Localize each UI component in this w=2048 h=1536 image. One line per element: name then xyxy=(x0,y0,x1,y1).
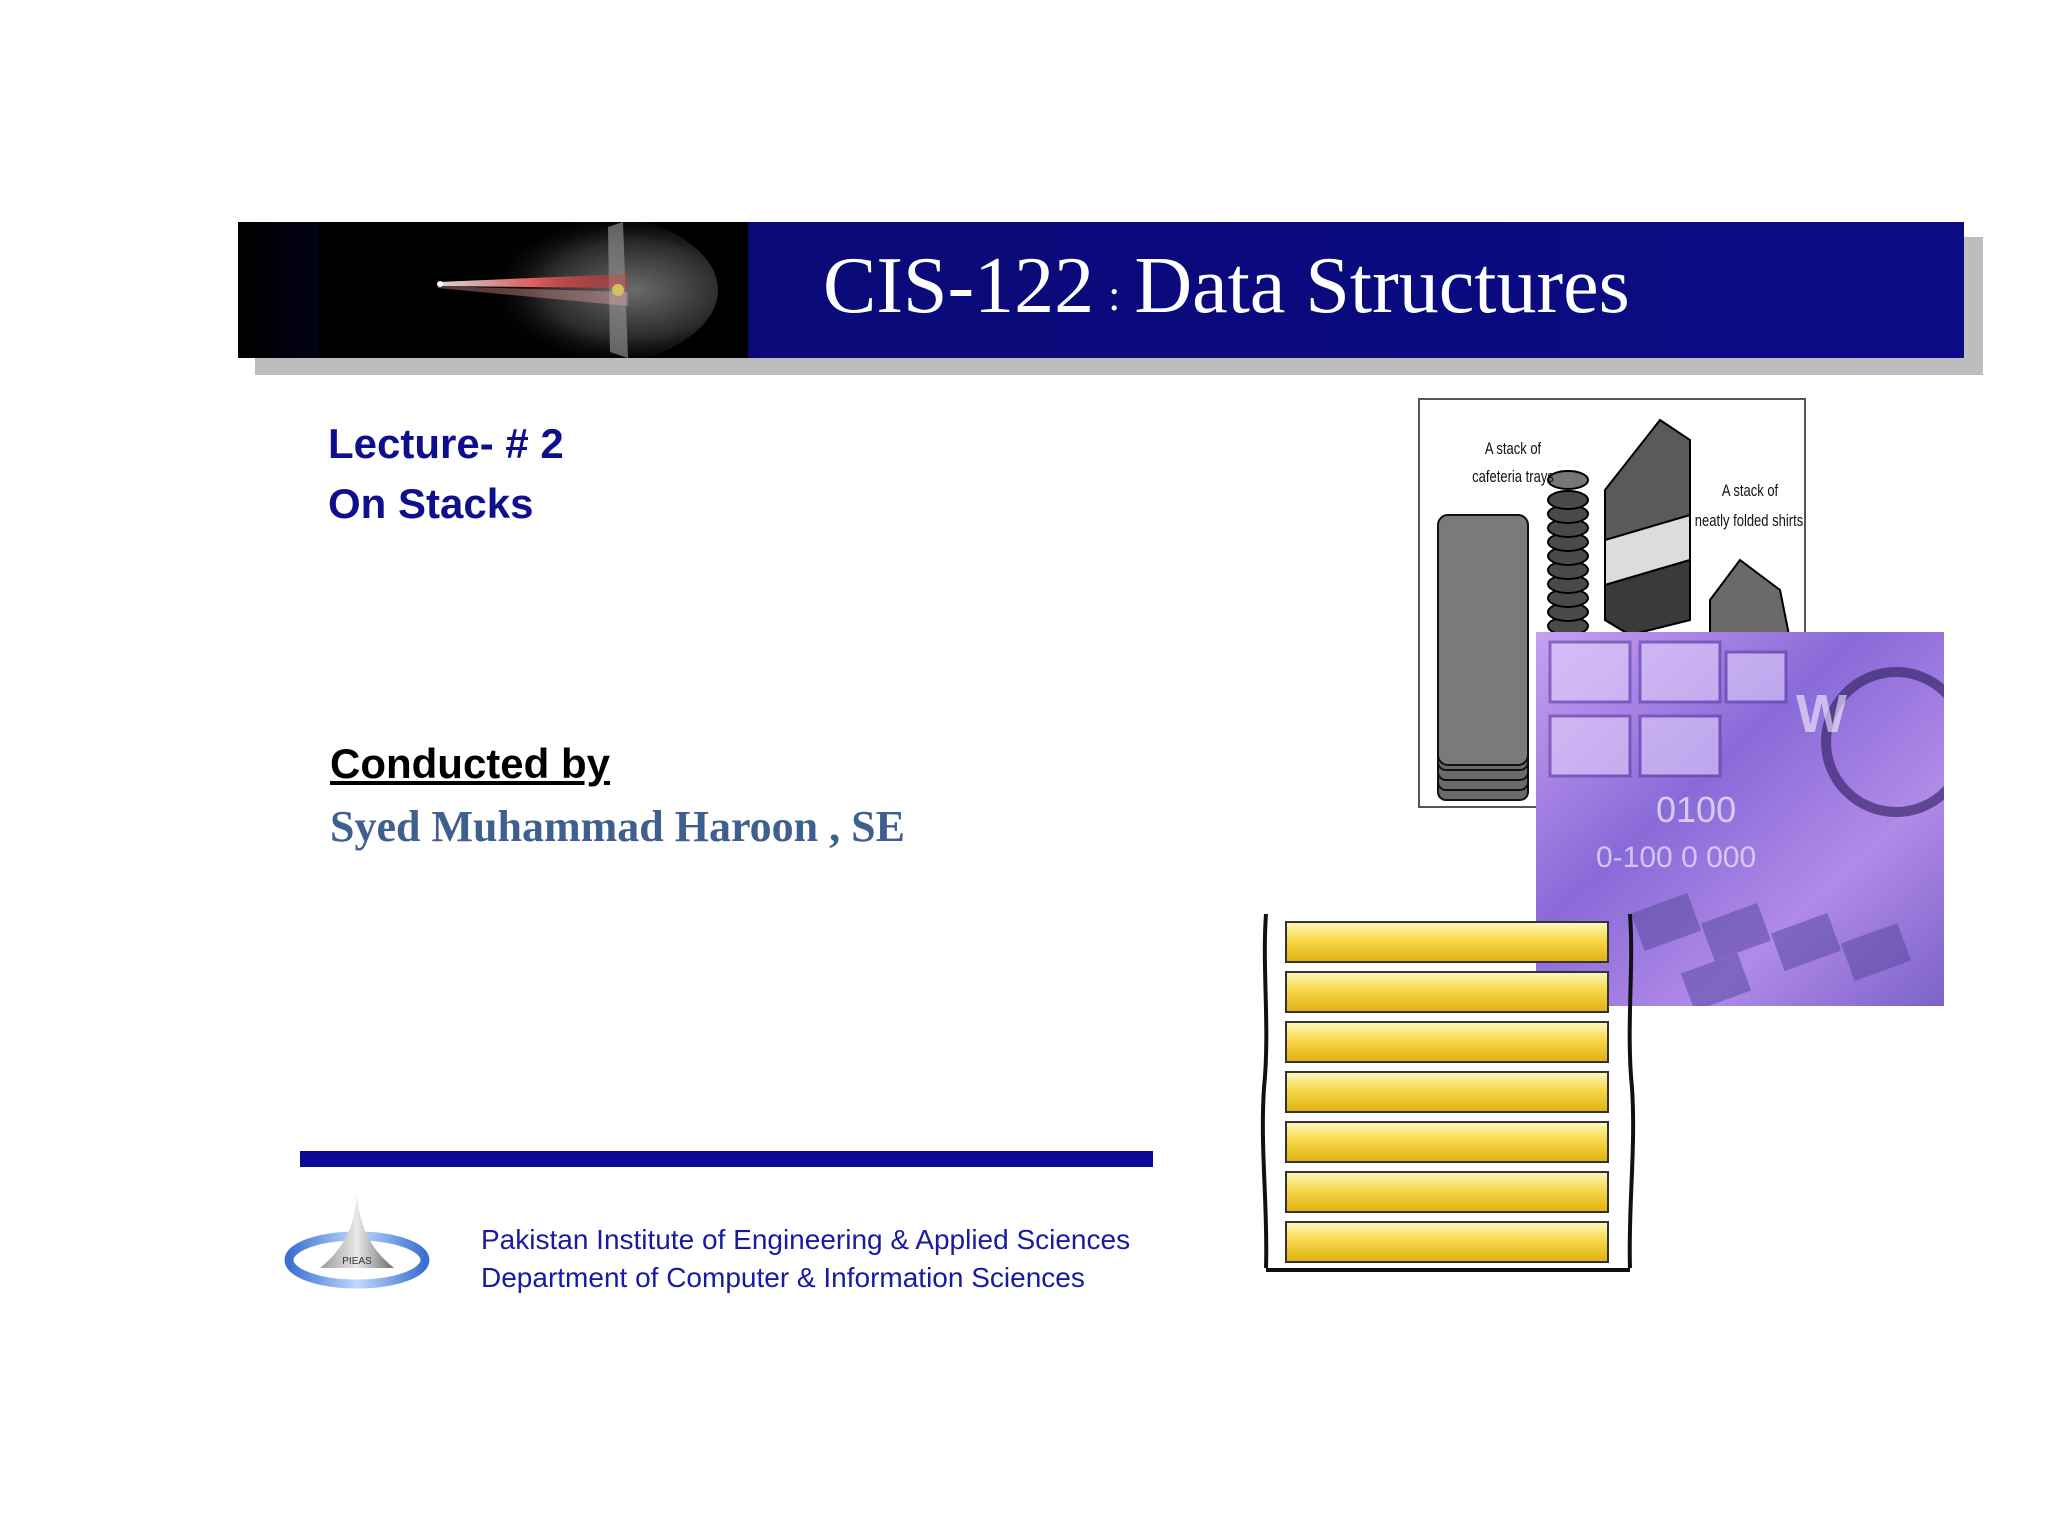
lecture-topic: On Stacks xyxy=(328,480,534,527)
shirts-caption-1: A stack of xyxy=(1721,480,1779,501)
presenter-name: Syed Muhammad Haroon , SE xyxy=(330,802,905,851)
title-separator: : xyxy=(1108,271,1121,320)
tech-text-1: 0100 xyxy=(1656,789,1736,830)
course-code: CIS-122 xyxy=(823,242,1095,330)
svg-text:W: W xyxy=(1796,684,1847,744)
lecture-number: Lecture- # 2 xyxy=(328,420,564,467)
department-name: Department of Computer & Information Sci… xyxy=(481,1262,1085,1293)
title-banner: CIS-122: Data Structures xyxy=(238,222,1964,358)
pieas-logo: PIEAS xyxy=(284,1195,430,1289)
trays-caption-2: cafeteria trays xyxy=(1472,466,1554,487)
footer-divider xyxy=(300,1151,1153,1167)
shirts-caption-2: neatly folded shirts xyxy=(1694,510,1804,531)
course-name: Data Structures xyxy=(1134,242,1630,330)
page-title: CIS-122: Data Structures xyxy=(823,236,1630,346)
technology-collage-image: W 0100 0-100 0 000 xyxy=(1536,632,1944,1006)
trays-caption-1: A stack of xyxy=(1484,438,1542,459)
light-beam-graphic xyxy=(318,222,748,358)
institute-name: Pakistan Institute of Engineering & Appl… xyxy=(481,1224,1131,1255)
stack-shelf-illustration xyxy=(1260,913,1636,1272)
conducted-by-heading: Conducted by xyxy=(330,740,610,787)
tech-collage-drawing: W 0100 0-100 0 000 xyxy=(1536,632,1944,1006)
tech-text-2: 0-100 0 000 xyxy=(1596,841,1756,874)
logo-text: PIEAS xyxy=(342,1256,372,1267)
